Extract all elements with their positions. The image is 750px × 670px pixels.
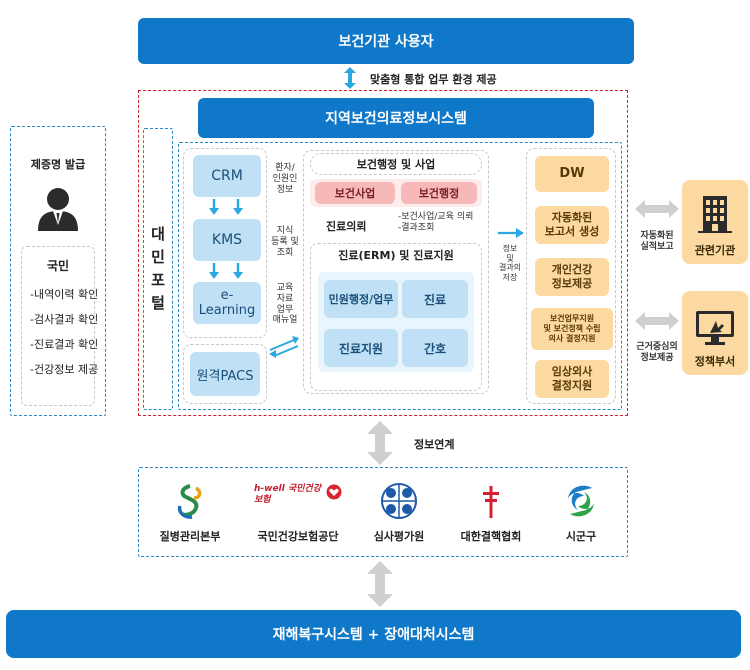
elearning-button[interactable]: e-Learning — [193, 282, 261, 324]
personal-health-label: 개인건강 정보제공 — [551, 263, 593, 290]
main-system-label: 지역보건의료정보시스템 — [325, 111, 467, 127]
dw-label: DW — [559, 165, 585, 181]
main-system-bar: 지역보건의료정보시스템 — [198, 98, 594, 138]
related-org-double-arrow-icon — [635, 200, 679, 218]
policy-support-label: 보건업무지원 및 보건정책 수립 의사 결정지원 — [543, 314, 601, 343]
elearning-label: e-Learning — [198, 288, 256, 318]
list-item: -건강정보 제공 — [30, 363, 99, 376]
clinical-support-label: 임상외사 결정지원 — [551, 365, 593, 392]
partner-name: 질병관리본부 — [159, 530, 221, 543]
partner-name: 심사평가원 — [373, 530, 425, 543]
treatment-support-label: 진료지원 — [338, 341, 384, 356]
disaster-recovery-label: 재해복구시스템 + 장애대처시스템 — [272, 627, 475, 643]
personal-health-button[interactable]: 개인건강 정보제공 — [535, 258, 609, 296]
nhis-logo-icon: h-well 국민건강보험 — [254, 484, 342, 520]
health-admin-button[interactable]: 보건행정 — [401, 182, 477, 204]
list-item: -검사결과 확인 — [30, 313, 99, 326]
citizen-portal-label: 대 민 포 털 — [151, 224, 165, 313]
building-icon — [698, 196, 732, 233]
related-org-label: 관련기관 — [694, 244, 736, 257]
kms-label: KMS — [211, 232, 243, 248]
partner-name: 시군구 — [565, 530, 597, 543]
admin-title-pill: 보건행정 및 사업 — [310, 153, 482, 175]
system-container — [138, 90, 628, 416]
clinical-support-button[interactable]: 임상외사 결정지원 — [535, 360, 609, 398]
admin-title-label: 보건행정 및 사업 — [356, 158, 436, 171]
partner-name: 대한결핵협회 — [460, 530, 522, 543]
patient-info-note: 환자/ 인원인 정보 — [272, 163, 298, 195]
citizen-panel — [10, 126, 106, 416]
tb-cross-icon — [483, 486, 499, 518]
health-business-button[interactable]: 보건사업 — [315, 182, 395, 204]
kms-button[interactable]: KMS — [193, 219, 261, 261]
auto-report-label: 자동화된 보고서 생성 — [544, 211, 600, 238]
citizen-portal: 대 민 포 털 — [143, 128, 173, 410]
storage-arrow-icon — [498, 228, 524, 238]
health-business-label: 보건사업 — [334, 187, 376, 200]
pacs-link-arrows-icon — [269, 336, 299, 358]
inner-system-area — [178, 142, 622, 410]
erm-title: 진료(ERM) 및 진료지원 — [312, 247, 480, 263]
info-link-arrow-icon — [367, 421, 393, 465]
dw-button[interactable]: DW — [535, 156, 609, 192]
list-item: -내역이력 확인 — [30, 288, 99, 301]
civil-admin-button[interactable]: 민원행정/업무 — [324, 280, 398, 318]
citizen-label: 국민 — [46, 259, 70, 273]
recovery-link-arrow-icon — [367, 561, 393, 607]
policy-dept-note: 근거중심의 정보제공 — [636, 342, 678, 363]
pacs-label: 원격PACS — [196, 368, 254, 384]
nursing-label: 간호 — [423, 341, 447, 356]
related-org-note: 자동화된 실적보고 — [640, 231, 674, 252]
policy-dept-card[interactable]: 정책부서 — [682, 291, 748, 375]
disaster-recovery-bar: 재해복구시스템 + 장애대처시스템 — [6, 610, 741, 658]
partner-orgs-box — [138, 467, 628, 557]
policy-dept-label: 정책부서 — [694, 355, 736, 368]
monitor-icon — [696, 311, 734, 345]
auto-report-button[interactable]: 자동화된 보고서 생성 — [535, 206, 609, 244]
consult-note: -보건사업/교육 의뢰 -결과조회 — [398, 212, 474, 233]
nhis-logo-text: h-well 국민건강보험 — [254, 484, 321, 506]
consult-label: 진료의뢰 — [326, 220, 367, 233]
treatment-button[interactable]: 진료 — [402, 280, 468, 318]
citizen-info-box: 국민 -내역이력 확인 -검사결과 확인 -진료결과 확인 -건강정보 제공 — [21, 246, 99, 406]
person-avatar-icon — [38, 188, 78, 231]
heart-badge-icon — [326, 484, 342, 500]
crm-down-arrows-icon — [209, 199, 243, 215]
crm-button[interactable]: CRM — [193, 155, 261, 197]
treatment-label: 진료 — [423, 292, 447, 307]
policy-dept-double-arrow-icon — [635, 312, 679, 330]
health-admin-label: 보건행정 — [418, 187, 460, 200]
local-gov-logo-icon — [568, 485, 594, 517]
nursing-button[interactable]: 간호 — [402, 329, 468, 367]
top-user-bar: 보건기관 사용자 — [138, 18, 634, 64]
policy-support-button[interactable]: 보건업무지원 및 보건정책 수립 의사 결정지원 — [531, 308, 613, 350]
erm-title-label: 진료(ERM) 및 진료지원 — [338, 249, 454, 262]
top-user-bar-label: 보건기관 사용자 — [338, 34, 434, 50]
kcdc-logo-icon — [177, 484, 202, 519]
top-link-label: 맞춤형 통합 업무 환경 제공 — [370, 73, 497, 86]
treatment-support-button[interactable]: 진료지원 — [324, 329, 398, 367]
education-note: 교육 자료 업무 매뉴얼 — [272, 283, 298, 326]
knowledge-reg-note: 지식 등록 및 조회 — [271, 226, 299, 258]
pacs-button[interactable]: 원격PACS — [190, 352, 260, 396]
info-link-label: 정보연계 — [414, 438, 455, 451]
kms-down-arrows-icon — [209, 263, 243, 279]
crm-label: CRM — [211, 168, 243, 184]
storage-note: 정보 및 결과의 저장 — [498, 244, 522, 282]
top-double-arrow-icon — [344, 67, 356, 89]
hira-logo-icon — [381, 483, 417, 519]
certificate-title: 제증명 발급 — [30, 158, 86, 171]
list-item: -진료결과 확인 — [30, 338, 99, 351]
partner-name: 국민건강보험공단 — [257, 530, 339, 543]
related-org-card[interactable]: 관련기관 — [682, 180, 748, 264]
civil-admin-label: 민원행정/업무 — [328, 293, 394, 306]
